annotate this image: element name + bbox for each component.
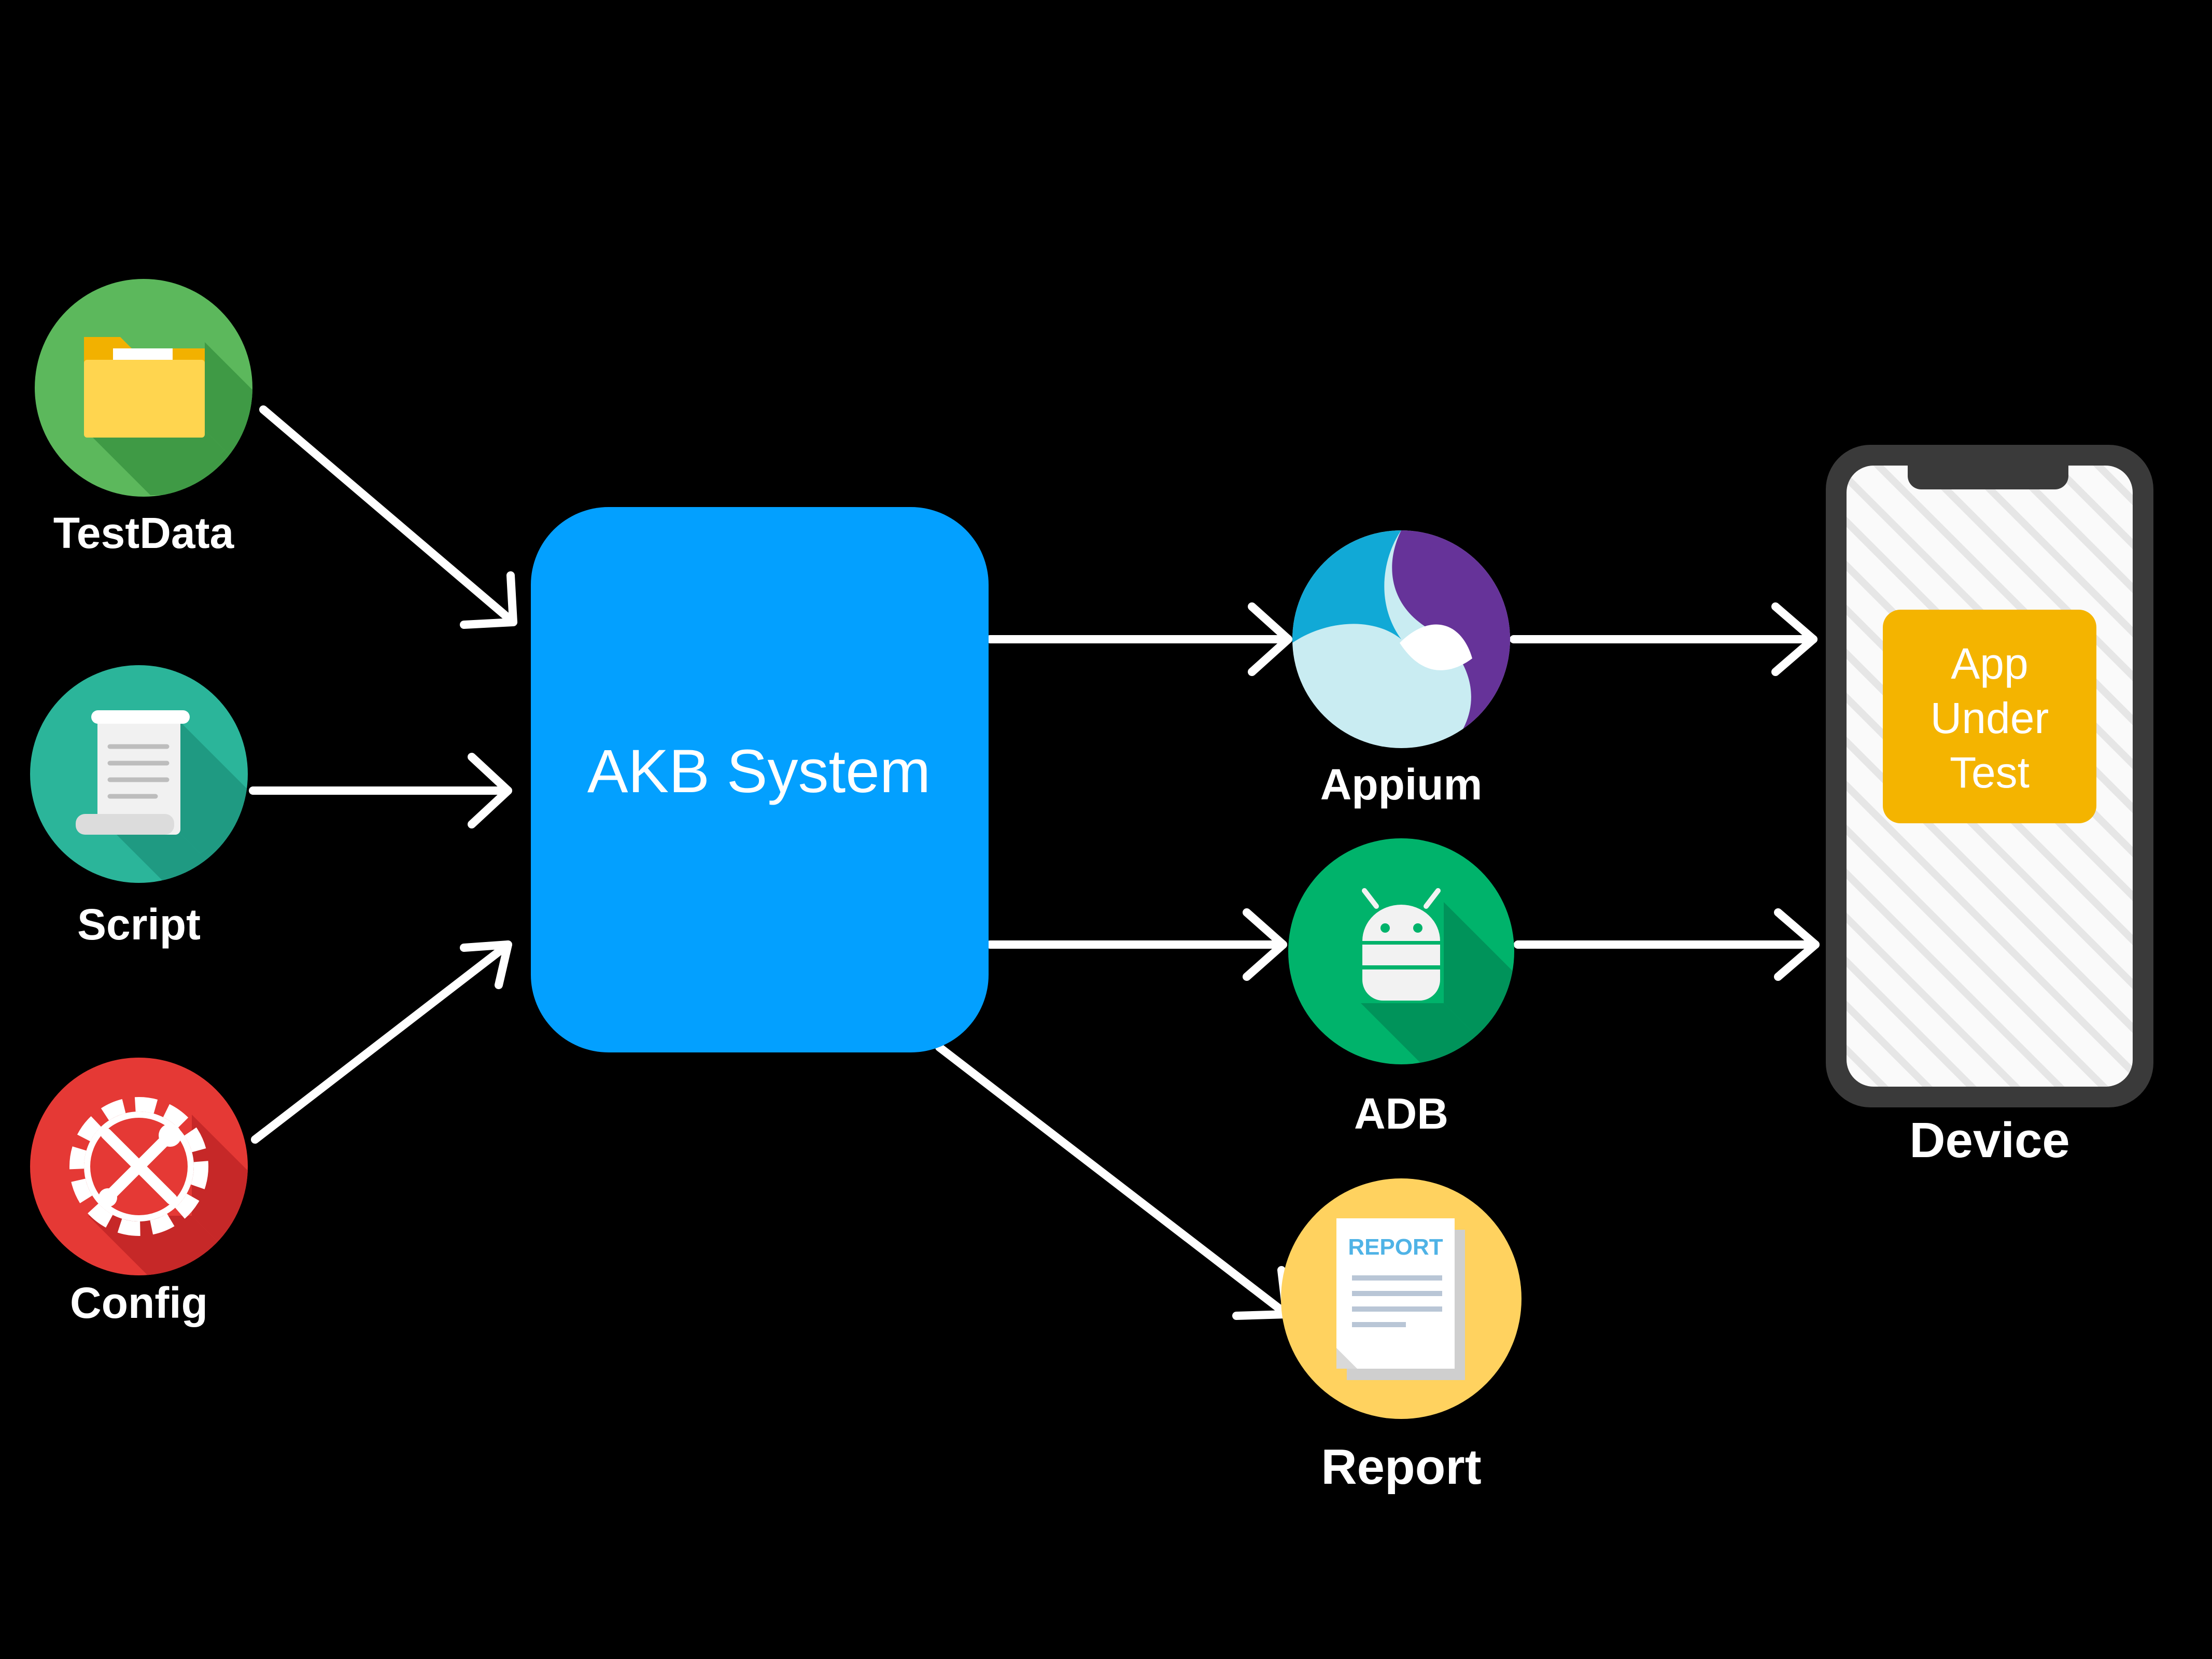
arrow-core-to-report — [935, 1043, 1291, 1320]
appium-label: Appium — [1320, 760, 1483, 809]
arrow-config-to-core — [251, 940, 512, 1144]
app-label-line-3: Test — [1949, 748, 2030, 797]
arrow-core-to-adb — [986, 908, 1287, 981]
adb-node — [1288, 838, 1514, 1064]
android-robot-icon — [1362, 888, 1441, 1001]
script-scroll-icon — [76, 710, 190, 835]
arrow-testdata-to-core — [259, 405, 517, 629]
testdata-label: TestData — [53, 509, 234, 557]
app-label-line-1: App — [1951, 639, 2028, 688]
adb-label: ADB — [1354, 1089, 1448, 1138]
script-label: Script — [77, 900, 201, 949]
report-label: Report — [1321, 1439, 1482, 1495]
app-under-test-label: App Under Test — [1883, 637, 2096, 800]
device-label: Device — [1909, 1113, 2070, 1168]
config-node — [30, 1058, 248, 1275]
appium-node — [1292, 530, 1510, 748]
device-notch — [1908, 466, 2068, 489]
report-document-icon: REPORT — [1336, 1218, 1465, 1380]
arrows — [249, 405, 1820, 1320]
app-label-line-2: Under — [1930, 694, 2049, 742]
config-label: Config — [70, 1278, 208, 1327]
arrow-script-to-core — [249, 753, 512, 828]
script-node — [30, 665, 248, 883]
testdata-node — [35, 279, 252, 497]
appium-logo-icon — [1292, 530, 1510, 748]
device-node — [1826, 445, 2153, 1107]
app-under-test-box — [1883, 610, 2096, 823]
report-doc-title: REPORT — [1348, 1234, 1443, 1260]
akb-system-node — [531, 507, 989, 1052]
arrow-appium-to-device — [1510, 602, 1817, 676]
gear-wrench-icon — [69, 1097, 208, 1236]
arrow-adb-to-device — [1514, 908, 1820, 981]
report-node: REPORT — [1281, 1178, 1521, 1419]
folder-icon — [84, 337, 205, 438]
arrow-core-to-appium — [986, 602, 1292, 676]
akb-system-label: AKB System — [587, 737, 931, 806]
